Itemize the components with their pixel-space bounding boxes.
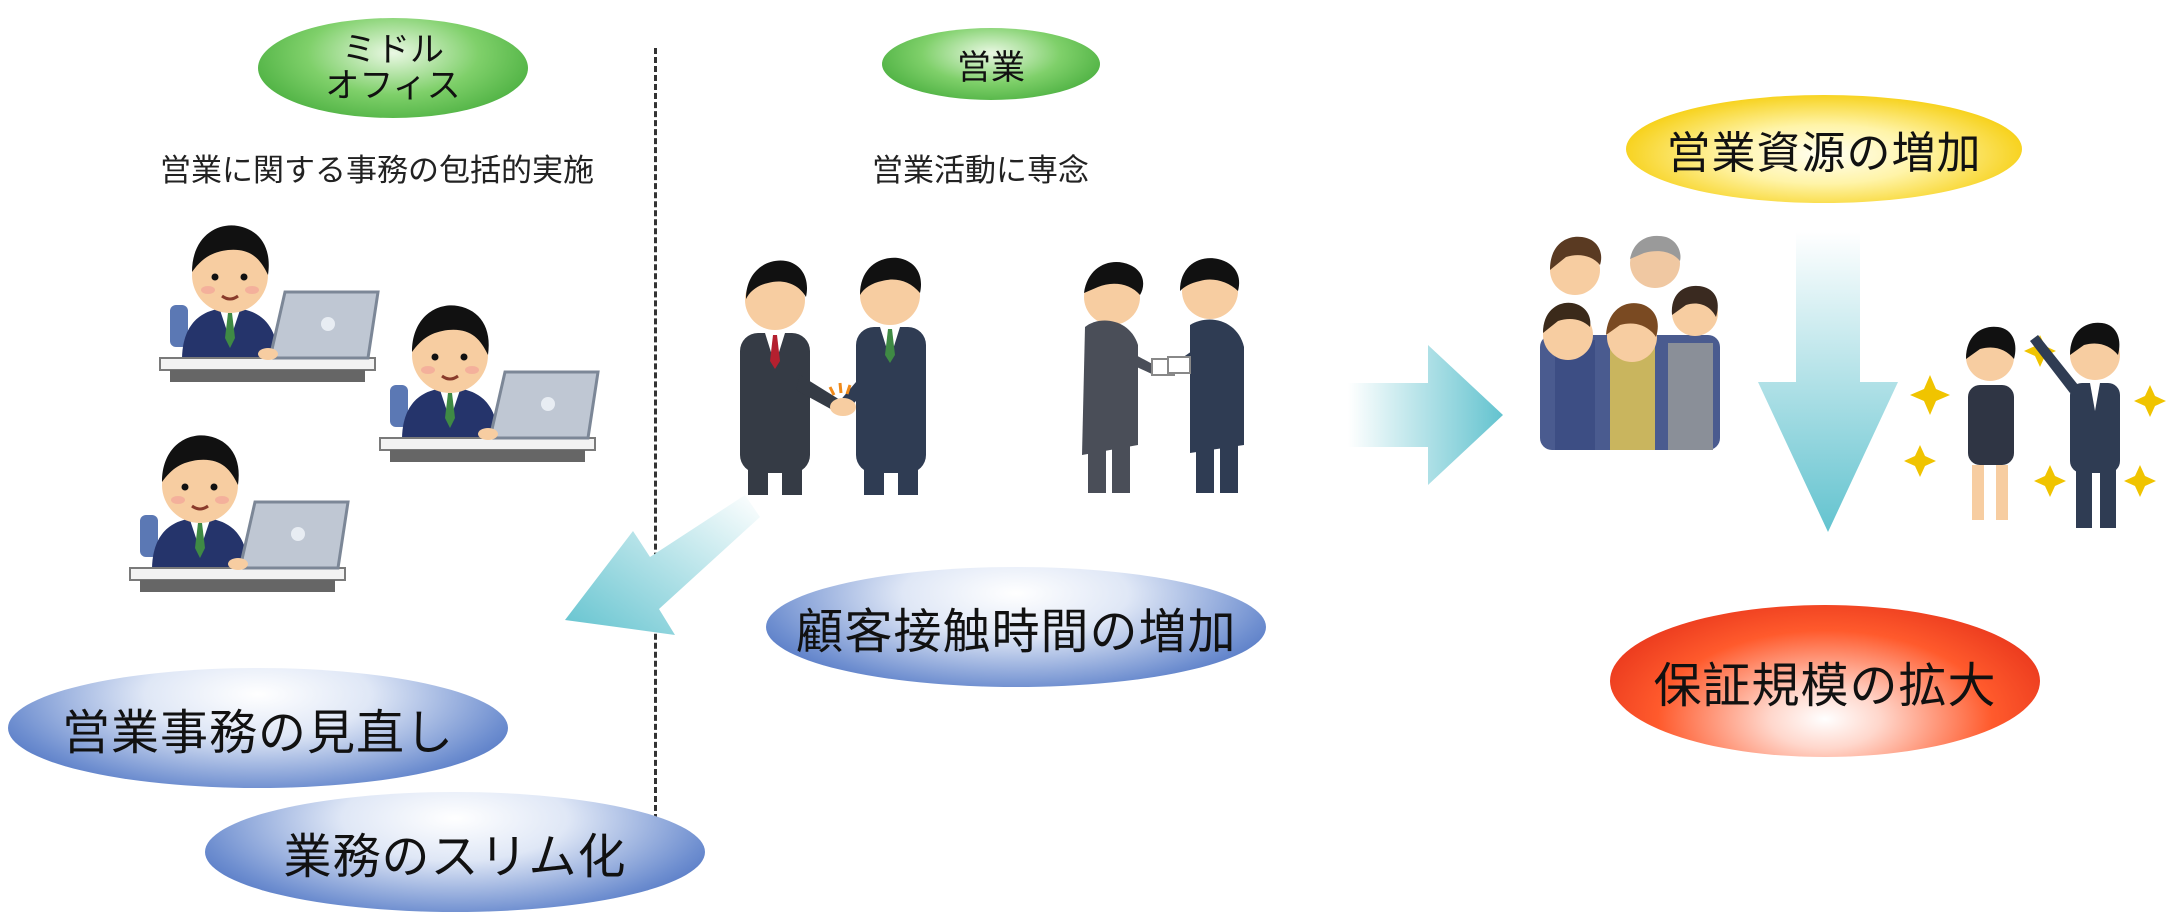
- review-operations-label: 営業事務の見直し: [61, 705, 454, 761]
- slim-operations-pill: 業務のスリム化: [205, 792, 705, 912]
- middle-office-badge-line2: オフィス: [325, 66, 461, 106]
- review-operations-pill: 営業事務の見直し: [8, 668, 508, 788]
- increase-resources-label: 営業資源の増加: [1666, 128, 1982, 179]
- increase-resources-pill: 営業資源の増加: [1626, 95, 2022, 203]
- middle-office-badge: ミドル オフィス: [258, 18, 528, 118]
- business-card-exchange-icon: [1082, 258, 1244, 493]
- arrow-down-icon: [1758, 232, 1898, 532]
- handshake-icon: [740, 257, 926, 495]
- section-divider: [654, 48, 657, 820]
- expand-guarantee-label: 保証規模の拡大: [1653, 658, 1997, 714]
- celebrating-team-icon: [1904, 322, 2166, 528]
- sales-badge: 営業: [882, 28, 1100, 100]
- increase-contact-time-pill: 顧客接触時間の増加: [766, 567, 1266, 687]
- middle-office-badge-line1: ミドル: [342, 30, 444, 70]
- slim-operations-label: 業務のスリム化: [283, 829, 627, 885]
- arrow-right-icon: [1348, 345, 1503, 485]
- business-team-icon: [1540, 235, 1720, 450]
- sales-caption: 営業活動に専念: [872, 153, 1089, 189]
- increase-contact-time-label: 顧客接触時間の増加: [795, 604, 1237, 660]
- office-workers-illustration: [128, 223, 600, 594]
- middle-office-caption: 営業に関する事務の包括的実施: [160, 153, 594, 189]
- expand-guarantee-pill: 保証規模の拡大: [1610, 605, 2040, 757]
- arrow-left-icon: [565, 495, 760, 635]
- sales-badge-label: 営業: [957, 47, 1025, 88]
